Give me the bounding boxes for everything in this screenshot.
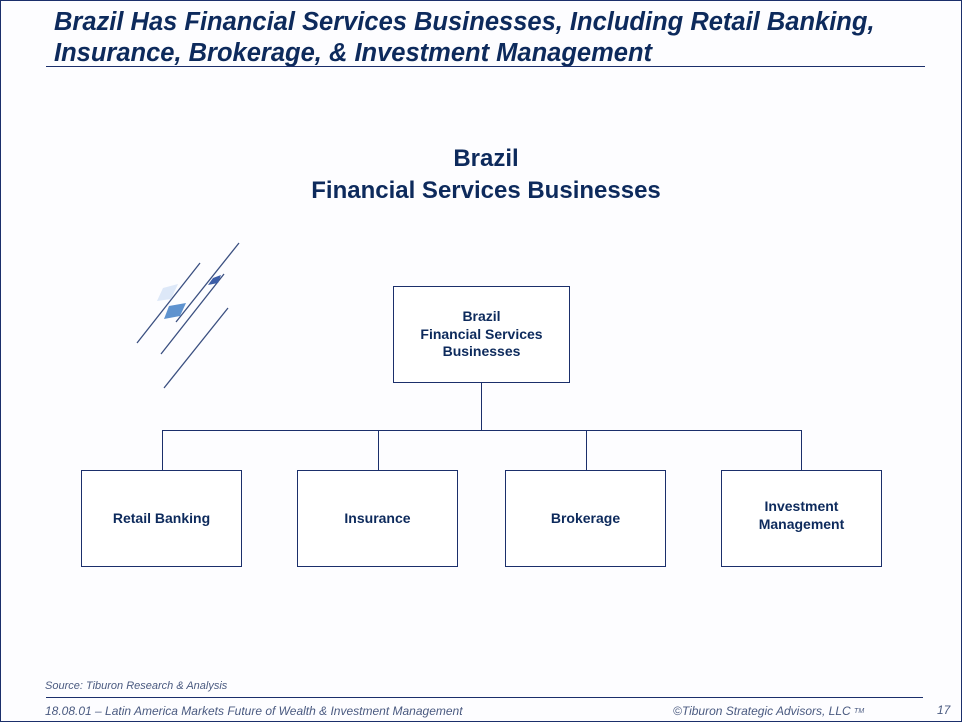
root-line-2: Financial Services xyxy=(420,325,543,342)
connector xyxy=(481,383,482,431)
node-label: Retail Banking xyxy=(112,509,211,526)
connector xyxy=(378,430,379,471)
diagram-title: Brazil Financial Services Businesses xyxy=(1,143,961,207)
title-line-2: Insurance, Brokerage, & Investment Manag… xyxy=(54,39,653,67)
copyright-text: ©Tiburon Strategic Advisors, LLC xyxy=(673,704,851,718)
node-retail-banking: Retail Banking xyxy=(81,470,242,567)
decorative-logo-icon xyxy=(136,242,240,389)
root-line-1: Brazil xyxy=(462,308,501,325)
page-number: 17 xyxy=(937,703,951,717)
root-line-3: Businesses xyxy=(442,343,521,360)
footer-divider xyxy=(46,697,923,698)
footer-copyright: ©Tiburon Strategic Advisors, LLC TM xyxy=(673,704,864,718)
connector xyxy=(586,430,587,471)
node-label: Insurance xyxy=(344,509,411,526)
connector xyxy=(162,430,802,431)
trademark: TM xyxy=(854,708,865,715)
connector xyxy=(162,430,163,471)
node-label: Brokerage xyxy=(550,509,621,526)
node-brokerage: Brokerage xyxy=(505,470,666,567)
footer-text: 18.08.01 – Latin America Markets Future … xyxy=(45,704,463,718)
title-line-1: Brazil Has Financial Services Businesses… xyxy=(54,8,875,36)
connector xyxy=(801,430,802,471)
diagram-title-line-1: Brazil xyxy=(453,145,519,172)
node-insurance: Insurance xyxy=(297,470,458,567)
title-divider xyxy=(46,66,925,67)
source-note: Source: Tiburon Research & Analysis xyxy=(45,680,228,692)
diagram-title-line-2: Financial Services Businesses xyxy=(311,177,661,204)
slide-title: Brazil Has Financial Services Businesses… xyxy=(54,7,875,69)
node-label-line-1: Investment xyxy=(764,498,839,514)
node-label-line-2: Management xyxy=(758,515,845,532)
